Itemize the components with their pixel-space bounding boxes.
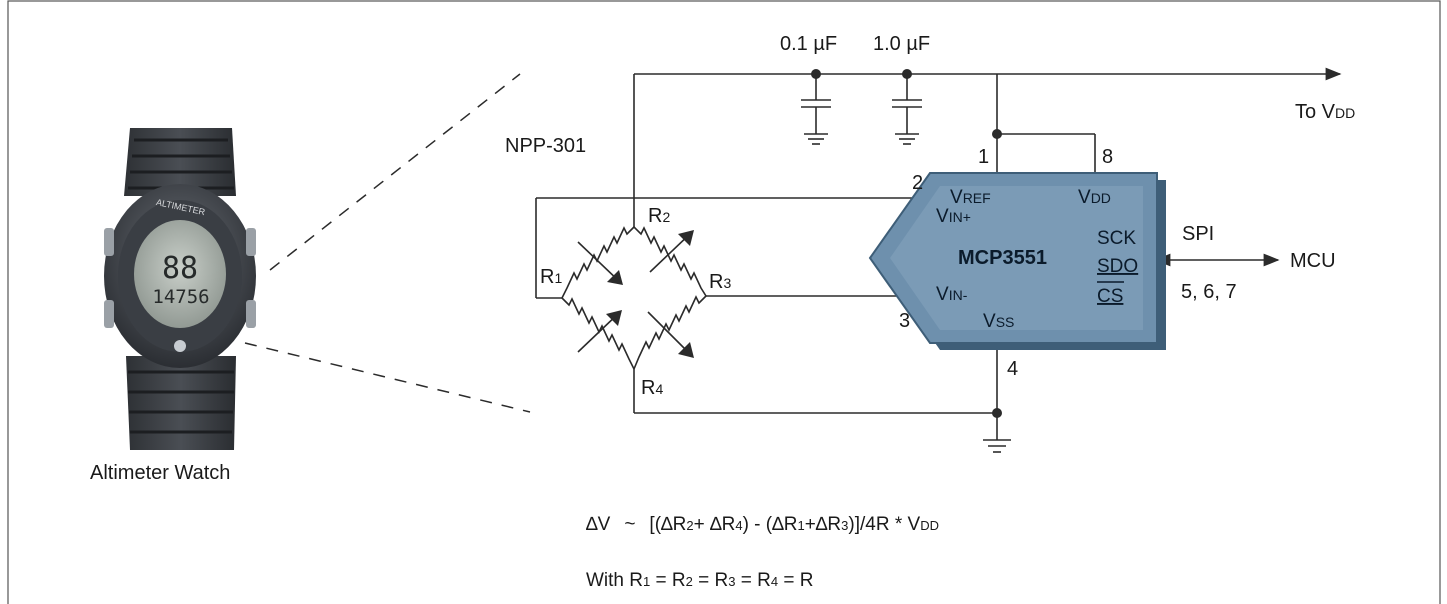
capacitor-label-c1: 0.1 µF — [780, 33, 837, 55]
chip-pin-vin-minus: VIN- — [936, 284, 968, 305]
mcp3551-chip — [868, 172, 1166, 350]
supply-label: To VDD — [1295, 101, 1355, 123]
resistor-label-r2: R2 — [648, 205, 670, 227]
pin-number-8: 8 — [1102, 146, 1113, 168]
spi-label: SPI — [1182, 223, 1214, 245]
capacitor-0-1uf — [801, 74, 831, 145]
zoom-line-bottom — [244, 342, 531, 413]
ground-symbol — [983, 439, 1011, 453]
watch-caption: Altimeter Watch — [90, 462, 230, 484]
figure-frame — [7, 0, 1441, 604]
chip-pin-vss: VSS — [983, 311, 1014, 332]
junction-dots — [811, 69, 1002, 418]
altimeter-watch-picture: ALTIMETER 88 14756 — [104, 128, 256, 450]
mcu-label: MCU — [1290, 250, 1336, 272]
pin-numbers-5-6-7: 5, 6, 7 — [1181, 281, 1237, 303]
capacitor-label-c2: 1.0 µF — [873, 33, 930, 55]
chip-pin-vdd: VDD — [1078, 187, 1111, 208]
resistor-bridge — [561, 226, 707, 370]
chip-pin-cs: CS — [1097, 286, 1123, 307]
pin-number-3: 3 — [899, 310, 910, 332]
pin-number-2: 2 — [912, 172, 923, 194]
watch-digits-top: 88 — [162, 251, 198, 286]
resistor-label-r1: R1 — [540, 266, 562, 288]
chip-pin-sck: SCK — [1097, 228, 1136, 249]
resistor-label-r3: R3 — [709, 271, 731, 293]
circuit-wires — [535, 67, 1342, 440]
pin-number-4: 4 — [1007, 358, 1018, 380]
bridge-formula: ∆V~[(∆R2+ ∆R4) - (∆R1+∆R3)]/4R * VDD — [586, 514, 939, 535]
chip-pin-vin-plus: VIN+ — [936, 206, 971, 227]
pin-number-1: 1 — [978, 146, 989, 168]
capacitor-1-0uf — [892, 74, 922, 145]
resistor-equality: With R1 = R2 = R3 = R4 = R — [586, 570, 813, 591]
chip-pin-sdo: SDO — [1097, 256, 1138, 277]
zoom-line-top — [269, 73, 521, 271]
chip-name: MCP3551 — [958, 247, 1047, 269]
watch-digits-bottom: 14756 — [152, 286, 209, 308]
sensor-name: NPP-301 — [505, 135, 586, 157]
chip-pin-vref: VREF — [950, 187, 991, 208]
resistor-label-r4: R4 — [641, 377, 663, 399]
